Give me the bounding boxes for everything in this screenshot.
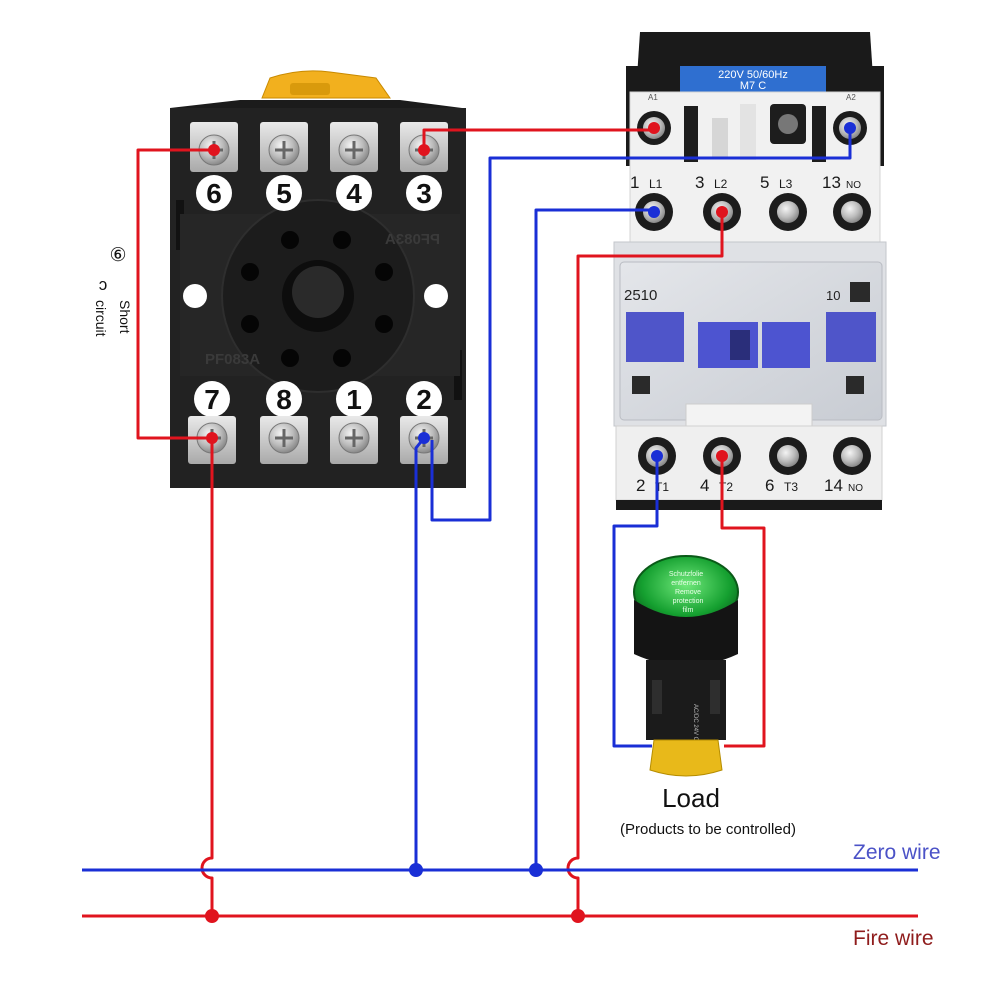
short-line2: circuit (93, 300, 109, 337)
dot-a2 (844, 122, 856, 134)
relay-terminal-1[interactable]: 1 (330, 381, 378, 464)
dot-l2 (716, 206, 728, 218)
lamp-base (649, 739, 723, 777)
relay-top-terminals: 6 5 4 (190, 122, 448, 211)
a1-label: A1 (648, 93, 658, 102)
lamp-cap-text-2: entfernen (671, 580, 701, 587)
term-13-sub: NO (846, 180, 861, 191)
term-3-sub: L2 (714, 177, 728, 191)
relay-terminal-6-label: 6 (206, 178, 222, 209)
wire-relay7-to-fire (200, 438, 214, 916)
wire-relay2-to-a2 (430, 128, 852, 522)
contactor-model-right: 10 (826, 288, 840, 303)
short-line1: Short (117, 300, 133, 334)
load-subtitle: (Products to be controlled) (620, 821, 796, 838)
a2-label: A2 (846, 93, 856, 102)
short-circuit-note: ⑥ ɔ Short circuit (93, 245, 133, 337)
wire-relay3-to-a1 (422, 128, 654, 150)
contactor-bottom-terminal-labels: 2 T1 4 T2 6 T3 14 NO (636, 476, 863, 495)
dot-zero-1 (409, 863, 423, 877)
relay-terminal-8-label: 8 (276, 384, 292, 415)
relay-terminal-4-label: 4 (346, 178, 362, 209)
term-5-num: 5 (760, 173, 769, 192)
term-3-num: 3 (695, 173, 704, 192)
indicator-lamp: Schutzfolie entfernen Remove protection … (633, 555, 739, 777)
relay-pin-holes (241, 231, 393, 367)
wire-l2-to-fire (566, 212, 724, 916)
lamp-cap-text-1: Schutzfolie (669, 571, 703, 578)
dot-t1 (651, 450, 663, 462)
relay-model-text-mirrored: PF083A (385, 231, 440, 248)
contactor: 220V 50/60Hz M7 C A1 A2 1 L1 3 L2 5 L3 (613, 32, 887, 510)
wire-l1-to-zero (534, 208, 654, 870)
short-circle-digit: ⑥ (109, 245, 126, 266)
coil-label-line2: M7 C (740, 80, 766, 92)
relay-terminal-5[interactable]: 5 (260, 122, 308, 211)
term-1-sub: L1 (649, 177, 663, 191)
dot-l1 (648, 206, 660, 218)
fire-wire-label: Fire wire (853, 927, 934, 950)
term-4-num: 4 (700, 476, 709, 495)
relay-mount-hole-left (183, 284, 207, 308)
term-1-num: 1 (630, 173, 639, 192)
wire-t1-to-lamp (612, 456, 659, 748)
wire-t2-to-lamp (720, 456, 766, 748)
relay-socket: PF083A PF083A 6 5 (170, 70, 466, 488)
term-6-sub: T3 (784, 480, 798, 494)
connection-dots (205, 122, 856, 923)
relay-terminal-2-label: 2 (416, 384, 432, 415)
short-glyph: ɔ (99, 275, 108, 294)
dot-t2 (716, 450, 728, 462)
term-14-num: 14 (824, 476, 843, 495)
relay-terminal-8[interactable]: 8 (260, 381, 308, 464)
contactor-top-terminal-labels: 1 L1 3 L2 5 L3 13 NO (630, 173, 861, 192)
contactor-terminal-6-t3[interactable] (769, 437, 807, 475)
term-2-num: 2 (636, 476, 645, 495)
wires (82, 128, 918, 918)
lamp-cap-text-4: protection (673, 598, 704, 605)
term-14-sub: NO (848, 483, 863, 494)
lamp-side-text: AC/DC 24V CE (692, 704, 698, 745)
dot-fire-1 (205, 909, 219, 923)
relay-terminal-7-label: 7 (204, 384, 220, 415)
dot-relay6 (208, 144, 220, 156)
contactor-terminal-14-no[interactable] (833, 437, 871, 475)
relay-terminal-3-label: 3 (416, 178, 432, 209)
relay-terminal-5-label: 5 (276, 178, 292, 209)
coil-label-line1: 220V 50/60Hz (718, 69, 788, 81)
relay-terminal-6[interactable]: 6 (190, 122, 238, 211)
dot-a1 (648, 122, 660, 134)
relay-mount-hole-right (424, 284, 448, 308)
contactor-terminal-5-l3[interactable] (769, 193, 807, 231)
dot-zero-2 (529, 863, 543, 877)
dot-fire-2 (571, 909, 585, 923)
relay-terminal-4[interactable]: 4 (330, 122, 378, 211)
lamp-bezel (634, 600, 738, 666)
lamp-cap-text-3: Remove (675, 589, 701, 596)
term-2-sub: T1 (655, 480, 669, 494)
dot-relay2 (418, 432, 430, 444)
relay-terminal-2[interactable]: 2 (400, 381, 448, 464)
term-6-num: 6 (765, 476, 774, 495)
term-13-num: 13 (822, 173, 841, 192)
relay-model-text: PF083A (205, 351, 260, 368)
load-title: Load (662, 783, 720, 813)
term-5-sub: L3 (779, 177, 793, 191)
contactor-model-left: 2510 (624, 287, 657, 304)
contactor-top-screws (635, 193, 871, 231)
wire-relay2-to-zero (414, 437, 426, 870)
lamp-cap-text-5: film (683, 607, 694, 614)
dot-relay7 (206, 432, 218, 444)
contactor-terminal-13-no[interactable] (833, 193, 871, 231)
wire-short-6-7 (136, 148, 214, 440)
coil-label (680, 66, 826, 92)
relay-terminal-1-label: 1 (346, 384, 362, 415)
dot-relay3 (418, 144, 430, 156)
zero-wire-label: Zero wire (853, 841, 941, 864)
